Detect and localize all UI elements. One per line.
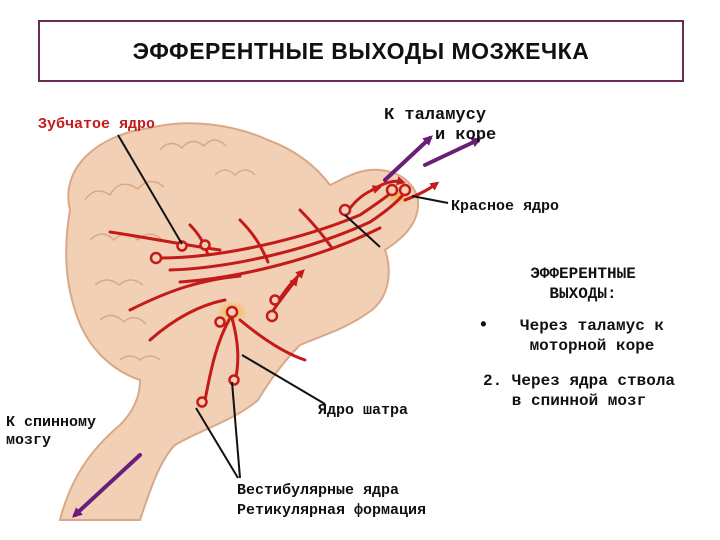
leader-lines bbox=[117, 134, 449, 479]
vestibular-reticular-label: Вестибулярные ядра Ретикулярная формация bbox=[237, 482, 427, 519]
neuron-markers bbox=[149, 183, 412, 408]
fastigial-nucleus-label: Ядро шатра bbox=[318, 402, 409, 419]
to-thalamus-label: К таламусу и коре bbox=[384, 106, 497, 145]
dentate-nucleus-label: Зубчатое ядро bbox=[38, 116, 156, 133]
arrow-to-thalamus-right bbox=[423, 138, 482, 167]
efferent-item-2: 2. Через ядра ствола в спинной мозг bbox=[482, 372, 676, 410]
arrow-to-thalamus-left bbox=[383, 135, 433, 182]
efferent-heading: ЭФФЕРЕНТНЫЕ ВЫХОДЫ: bbox=[530, 265, 636, 303]
bullet-icon: • bbox=[478, 316, 489, 336]
page-title: ЭФФЕРЕНТНЫЕ ВЫХОДЫ МОЗЖЕЧКА bbox=[132, 37, 590, 64]
arrow-to-spinal-cord bbox=[72, 453, 142, 518]
efferent-item-1: • Через таламус к моторной коре bbox=[478, 316, 688, 356]
to-spinal-cord-label: К спинному мозгу bbox=[6, 414, 97, 449]
efferent-item-1-text: Через таламус к моторной коре bbox=[519, 317, 665, 355]
output-arrows bbox=[72, 135, 482, 518]
title-box: ЭФФЕРЕНТНЫЕ ВЫХОДЫ МОЗЖЕЧКА bbox=[38, 20, 684, 82]
red-nucleus-label: Красное ядро bbox=[451, 198, 560, 215]
